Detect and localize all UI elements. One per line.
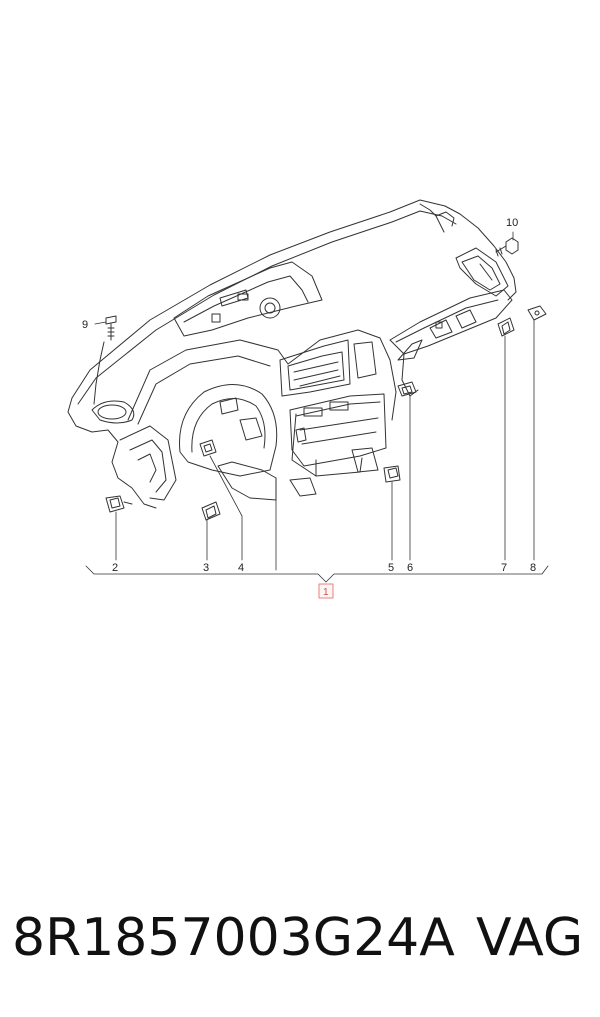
callout-9: 9 (82, 319, 88, 331)
brand-name: VAG (476, 908, 584, 968)
callout-5: 5 (388, 562, 394, 574)
callout-6: 6 (407, 562, 413, 574)
screw-9 (105, 315, 117, 341)
clip-3 (201, 501, 221, 521)
callout-8: 8 (530, 562, 536, 574)
clip-4 (199, 439, 217, 457)
nut-8 (527, 305, 547, 321)
clip-6 (397, 381, 417, 397)
callout-1-highlight (318, 583, 334, 599)
clip-7 (497, 317, 515, 337)
part-number: 8R1857003G24A (12, 908, 455, 968)
assembly-bracket (85, 565, 549, 583)
bolt-10 (495, 237, 519, 257)
callout-1: 1 (323, 587, 329, 598)
callout-4: 4 (238, 562, 244, 574)
clip-2 (105, 495, 133, 513)
leader-lines (94, 231, 535, 571)
caption: 8R1857003G24A VAG (0, 898, 600, 978)
callout-labels: 9 10 2 3 4 5 6 7 8 1 (82, 217, 536, 598)
callout-3: 3 (203, 562, 209, 574)
callout-2: 2 (112, 562, 118, 574)
dashboard-body (67, 199, 517, 509)
dashboard-exploded-diagram: 9 10 2 3 4 5 6 7 8 1 (67, 199, 549, 599)
clip-5 (383, 465, 401, 483)
callout-7: 7 (501, 562, 507, 574)
callout-10: 10 (506, 217, 518, 229)
